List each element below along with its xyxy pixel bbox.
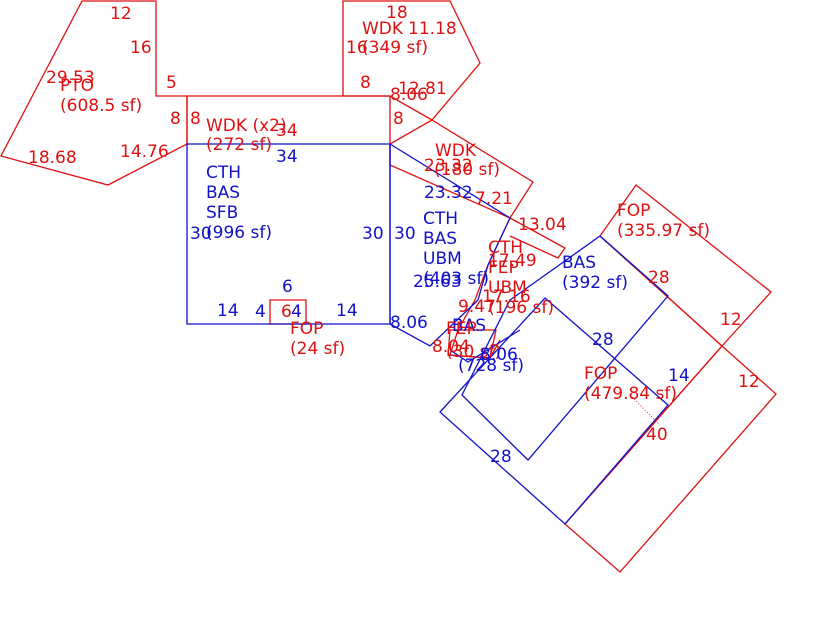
- mid-dim-2563: 25.63: [413, 272, 462, 292]
- wdk-x2-outline: [186, 95, 391, 144]
- mid-dim-2332-red: 23.32: [424, 156, 473, 176]
- fop-top-right-area: (335.97 sf): [617, 221, 710, 241]
- pto-area: (608.5 sf): [60, 96, 142, 116]
- bas-right-outline: [461, 235, 669, 461]
- main-dim-30-right: 30: [362, 224, 384, 244]
- mid-outline: [389, 142, 511, 347]
- bas-lower-outline: [439, 297, 669, 525]
- mid-line-2: BAS: [423, 229, 457, 249]
- bas-dim-28-a: 28: [592, 330, 614, 350]
- right-dim-1716: 17.16: [482, 287, 531, 307]
- wdk-top-dim-1281: 12.81: [398, 79, 447, 99]
- fop-dim-28: 28: [648, 268, 670, 288]
- pto-dim-12: 12: [110, 4, 132, 24]
- main-dim-14-right: 14: [336, 301, 358, 321]
- fep-lower-code: FEP: [446, 319, 477, 339]
- bas-right-code: BAS: [562, 253, 596, 273]
- wdk-x2-code: WDK (x2): [206, 116, 287, 136]
- mid-dim-806: 8.06: [390, 313, 428, 333]
- fop-small-code: FOP: [290, 319, 323, 339]
- bas-inner-line: [449, 329, 521, 363]
- wdk-top-area: (349 sf): [362, 38, 428, 58]
- fop-dim-12-a: 12: [720, 310, 742, 330]
- wdk-top-dim-18: 18: [386, 3, 408, 23]
- fep-lower-area: (30 sf): [446, 342, 501, 362]
- wdk-x2-dim-34: 34: [276, 121, 298, 141]
- main-line-1: CTH: [206, 163, 241, 183]
- mid-area: (403 sf): [423, 269, 489, 289]
- connector-outline: [509, 217, 566, 259]
- bas-dim-28-b: 28: [490, 447, 512, 467]
- pto-dim-8: 8: [170, 109, 181, 129]
- mid-line-3: UBM: [423, 249, 462, 269]
- wdk-top-dim-806: 8.06: [390, 85, 428, 105]
- wdk-mid-area: (180 sf): [434, 160, 500, 180]
- fop-dim-40: 40: [646, 425, 668, 445]
- right-dim-1304: 13.04: [518, 215, 567, 235]
- bas-lower-area: (728 sf): [458, 356, 524, 376]
- main-dim-34: 34: [276, 147, 298, 167]
- main-dim-30-left: 30: [190, 224, 212, 244]
- fop-small-dim-4: 4: [291, 302, 302, 322]
- pto-code: PTO: [60, 76, 94, 96]
- pto-dim-16: 16: [130, 38, 152, 58]
- main-line-2: BAS: [206, 183, 240, 203]
- wdk-x2-area: (272 sf): [206, 135, 272, 155]
- mid-dim-30: 30: [394, 224, 416, 244]
- wdk-x2-dim-8-right: 8: [393, 109, 404, 129]
- main-line-3: SFB: [206, 203, 238, 223]
- right-dim-1749: 17.49: [488, 251, 537, 271]
- pto-dim-2953: 29.53: [46, 68, 95, 88]
- dotted-guide: [629, 394, 661, 426]
- wdk-top-dim-16: 16: [346, 38, 368, 58]
- fop-small-area: (24 sf): [290, 339, 345, 359]
- main-dim-4: 4: [255, 302, 266, 322]
- cth-right-line-2: FEP: [488, 258, 519, 278]
- wdk-x2-dim-8: 8: [190, 109, 201, 129]
- main-dim-6: 6: [282, 277, 293, 297]
- bas-lower-code: BAS: [452, 316, 486, 336]
- wdk-top-dim-8: 8: [360, 73, 371, 93]
- pto-dim-1868: 18.68: [28, 148, 77, 168]
- right-dim-947: 9.47: [458, 297, 496, 317]
- bas-right-area: (392 sf): [562, 273, 628, 293]
- fop-bottom-right-code: FOP: [584, 364, 617, 384]
- right-dim-804: 8.04: [432, 337, 470, 357]
- pto-dim-1476: 14.76: [120, 142, 169, 162]
- fop-small-dim-6: 6: [281, 302, 292, 322]
- cth-right-line-3: UBM: [488, 278, 527, 298]
- wdk-top-code: WDK: [362, 19, 404, 39]
- fop-top-right-code: FOP: [617, 201, 650, 221]
- right-dim-806: 8.06: [480, 345, 518, 365]
- mid-dim-721: 7.21: [475, 189, 513, 209]
- mid-dim-2332-blue: 23.32: [424, 183, 473, 203]
- wdk-top-dim-1118: 11.18: [408, 19, 457, 39]
- bas-dim-14: 14: [668, 366, 690, 386]
- wdk-mid-code: WDK: [435, 141, 477, 161]
- cth-right-area: (196 sf): [488, 298, 554, 318]
- main-dim-14-left: 14: [217, 301, 239, 321]
- fop-bottom-right-area: (479.84 sf): [584, 384, 677, 404]
- cth-right-line-1: CTH: [488, 238, 523, 258]
- mid-line-1: CTH: [423, 209, 458, 229]
- main-area: (996 sf): [206, 223, 272, 243]
- fop-dim-12-b: 12: [738, 372, 760, 392]
- pto-dim-5: 5: [166, 73, 177, 93]
